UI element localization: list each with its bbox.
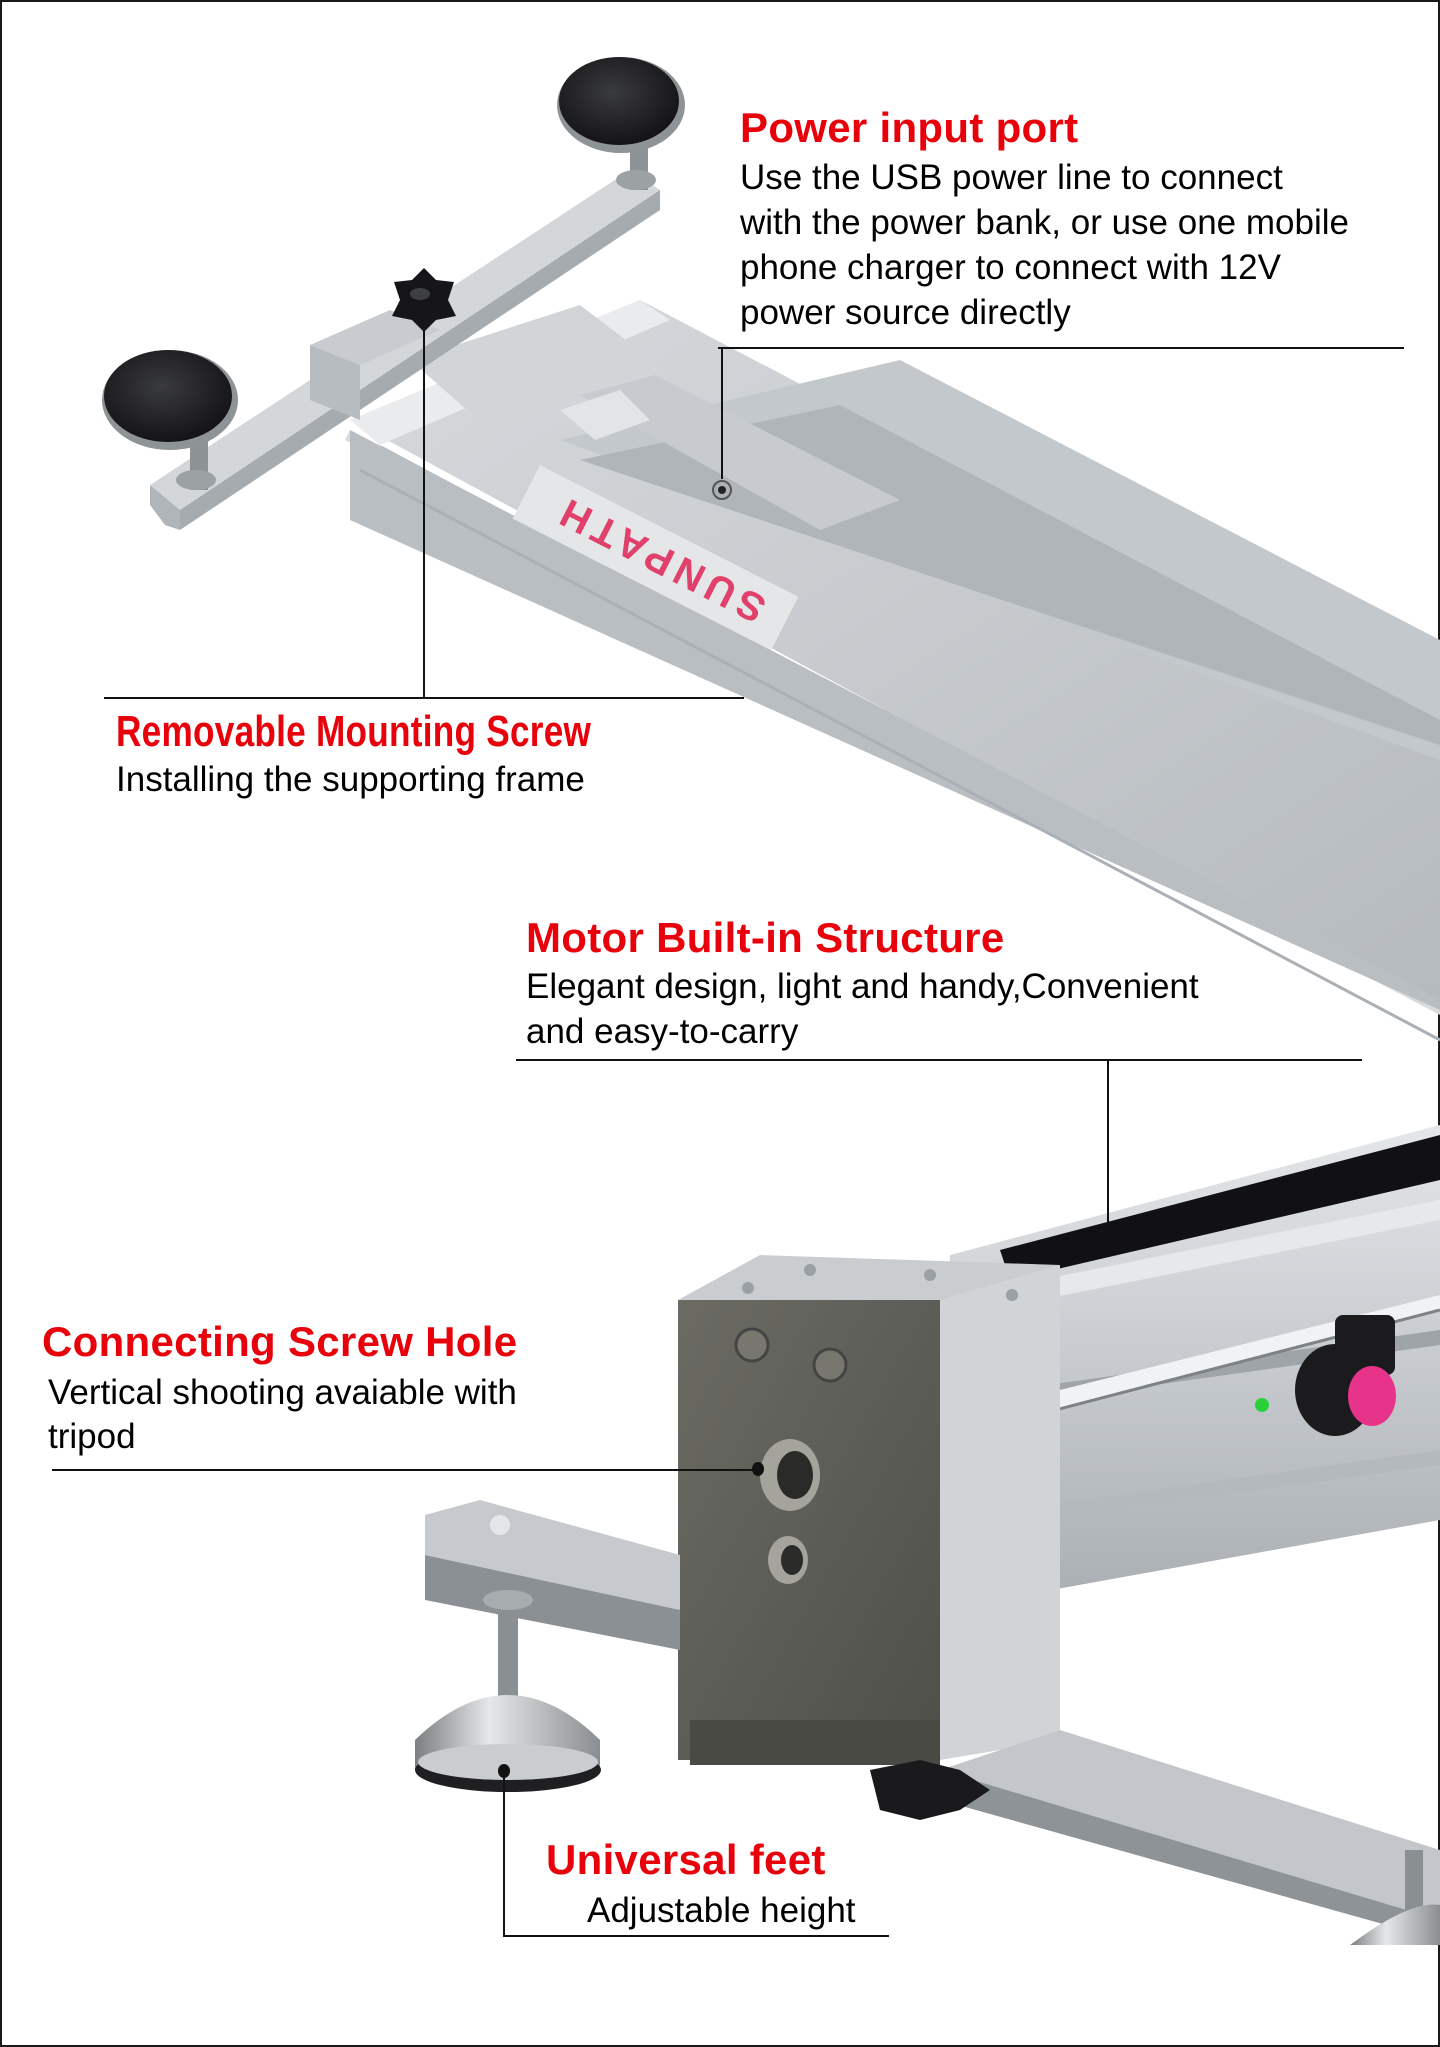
top-crossbar bbox=[102, 57, 685, 530]
callout-line: power source directly bbox=[740, 293, 1071, 332]
mounting-screw-leader-vertical bbox=[423, 330, 425, 698]
bottom-rail bbox=[678, 1125, 1440, 1765]
callout-line: with the power bank, or use one mobile bbox=[740, 203, 1349, 242]
callout-line: phone charger to connect with 12V bbox=[740, 248, 1281, 287]
callout-line: and easy-to-carry bbox=[526, 1012, 799, 1051]
bottom-crossbar bbox=[415, 1500, 1440, 1945]
callout-line: Use the USB power line to connect bbox=[740, 158, 1283, 197]
callout-title: Motor Built-in Structure bbox=[526, 914, 1005, 961]
callout-title: Connecting Screw Hole bbox=[42, 1318, 518, 1365]
screw-hole-leader-horizontal bbox=[52, 1469, 758, 1471]
feet-leader-vertical bbox=[503, 1770, 505, 1936]
callout-line: tripod bbox=[48, 1417, 136, 1456]
callout-line: Adjustable height bbox=[587, 1891, 856, 1930]
motor-leader-horizontal bbox=[516, 1059, 1362, 1061]
callout-line: Vertical shooting avaiable with bbox=[48, 1373, 517, 1412]
power-port-leader-vertical bbox=[721, 347, 723, 479]
callout-title: Removable Mounting Screw bbox=[116, 707, 592, 756]
callout-title: Power input port bbox=[740, 104, 1079, 151]
callout-line: Elegant design, light and handy,Convenie… bbox=[526, 967, 1199, 1006]
callout-title: Universal feet bbox=[546, 1836, 826, 1883]
callout-line: Installing the supporting frame bbox=[116, 760, 585, 799]
motor-leader-vertical bbox=[1107, 1059, 1109, 1239]
top-rail: SUNPATH bbox=[345, 300, 1440, 1042]
screw-hole-leader-dot bbox=[752, 1462, 764, 1476]
power-port-leader-horizontal bbox=[718, 347, 1404, 349]
feet-leader-dot bbox=[498, 1764, 510, 1778]
mounting-screw-leader-horizontal bbox=[104, 697, 744, 699]
feet-leader-horizontal bbox=[503, 1935, 889, 1937]
